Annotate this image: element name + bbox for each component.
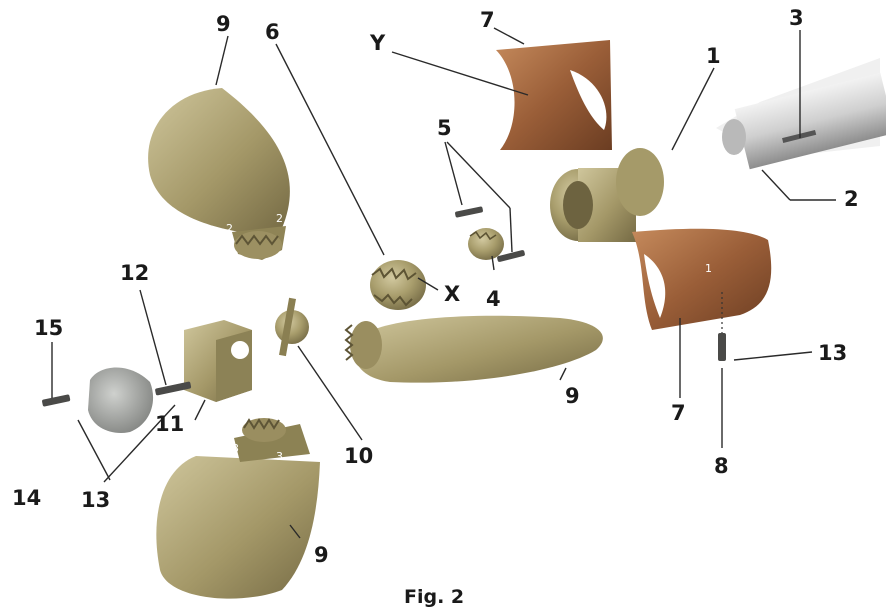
callout-7-lower: 7	[671, 403, 686, 424]
callout-10: 10	[344, 446, 373, 467]
callout-12: 12	[120, 263, 149, 284]
screw-part-15	[42, 394, 71, 407]
callout-2: 2	[844, 189, 859, 210]
blade-root-gear-middle	[346, 321, 382, 369]
blade-bottom: 3 3	[156, 418, 320, 599]
callout-9-bottom: 9	[314, 545, 329, 566]
pin-part-5-a	[455, 206, 484, 218]
callout-9-middle: 9	[565, 386, 580, 407]
callout-13-left: 13	[81, 490, 110, 511]
callout-8: 8	[714, 456, 729, 477]
callout-1: 1	[706, 46, 721, 67]
callout-X: X	[444, 284, 460, 305]
blade-root-gear-bottom	[242, 418, 286, 442]
blade-top-left: 2 2	[148, 88, 290, 260]
callout-7-top: 7	[480, 10, 495, 31]
callout-3: 3	[789, 8, 804, 29]
callout-11: 11	[155, 414, 184, 435]
blade-mark-top-right: 2	[276, 212, 283, 225]
shaft-part-2-3	[716, 58, 886, 169]
callout-5: 5	[437, 118, 452, 139]
blade-mark-bottom-left: 3	[232, 442, 239, 455]
callout-14: 14	[12, 488, 41, 509]
spider-part-10	[275, 298, 309, 356]
hub-part-11	[184, 320, 252, 402]
bolt-part-12	[155, 381, 192, 395]
blade-root-gear-top	[234, 231, 282, 259]
callout-13-right: 13	[818, 343, 847, 364]
bushing-part-1	[550, 148, 664, 242]
screw-part-8	[718, 333, 726, 361]
callout-Y: Y	[370, 33, 385, 54]
callout-15: 15	[34, 318, 63, 339]
figure-caption: Fig. 2	[404, 586, 464, 608]
callout-9-top: 9	[216, 14, 231, 35]
callout-4: 4	[486, 289, 501, 310]
pinion-part-4	[468, 228, 504, 260]
callout-6: 6	[265, 22, 280, 43]
blade-mark-bottom-right: 3	[276, 450, 283, 463]
bevel-gear-part-6	[370, 260, 426, 310]
housing-half-bottom-part-7: 1	[632, 229, 771, 330]
zinc-anode-part-14	[88, 368, 153, 434]
housing-half-top-part-7	[496, 40, 612, 150]
blade-mark-top-left: 2	[226, 222, 233, 235]
housing-mark: 1	[705, 262, 712, 275]
